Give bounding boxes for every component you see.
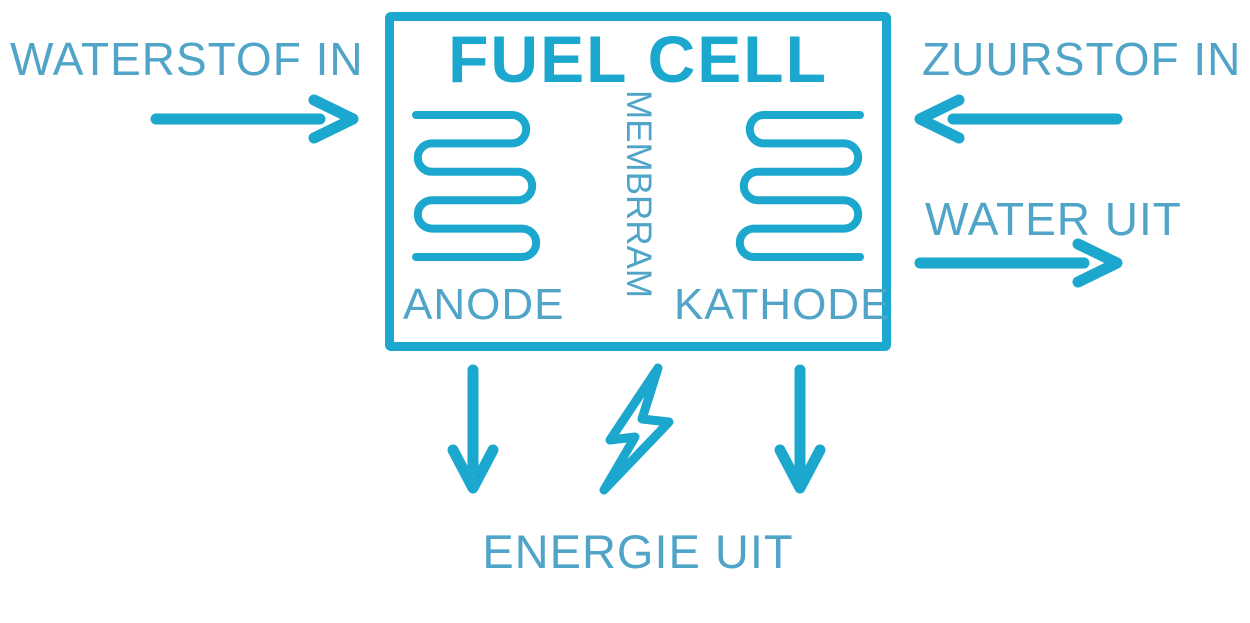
anode-label: ANODE	[403, 280, 565, 329]
fuel-cell-title: FUEL CELL	[448, 22, 828, 96]
serpentine-flow-channel-icon	[412, 111, 541, 261]
membrane-label: MEMBRRAM	[619, 90, 658, 299]
hydrogen-in-label: WATERSTOF IN	[10, 33, 364, 85]
arrow-right-icon	[150, 94, 359, 144]
arrow-down-icon	[447, 364, 499, 494]
fuel-cell-box	[385, 12, 891, 351]
serpentine-flow-channel-icon	[735, 111, 864, 261]
cathode-label: KATHODE	[674, 280, 891, 329]
arrow-left-icon	[914, 94, 1123, 144]
arrow-down-icon	[774, 364, 826, 494]
water-out-label: WATER UIT	[925, 193, 1182, 245]
oxygen-in-label: ZUURSTOF IN	[922, 33, 1242, 85]
lightning-bolt-icon	[599, 363, 674, 495]
arrow-right-icon	[914, 238, 1123, 288]
energy-out-label: ENERGIE UIT	[482, 525, 794, 578]
